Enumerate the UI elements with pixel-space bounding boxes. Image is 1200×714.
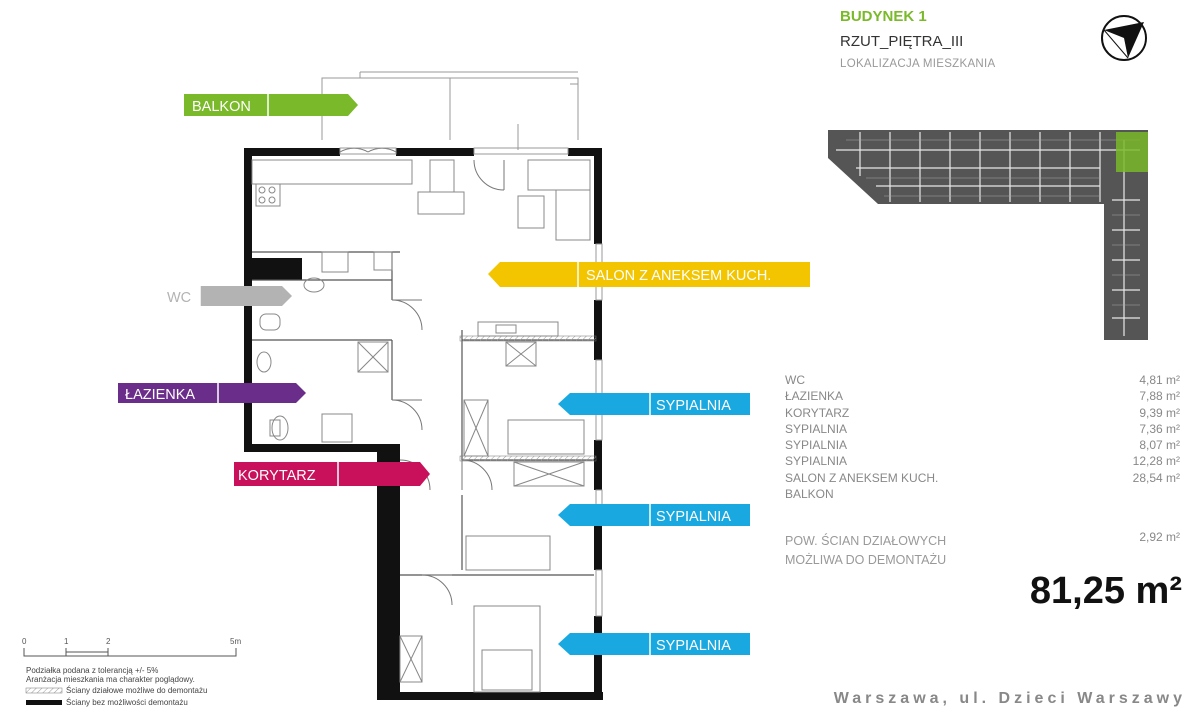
korytarz-arrow (234, 462, 430, 486)
label-balkon: BALKON (192, 99, 251, 115)
scale-tick-2: 2 (106, 637, 111, 646)
scale-note: Podziałka podana z tolerancją +/- 5% Ara… (26, 666, 195, 684)
scale-tick-1: 1 (64, 637, 69, 646)
lazienka-arrow (118, 383, 306, 403)
note-tolerance: Podziałka podana z tolerancją +/- 5% (26, 666, 159, 675)
label-wc: WC (167, 290, 191, 306)
scale-tick-5m: 5m (230, 637, 241, 646)
area-value: 12,28 m² (1132, 454, 1180, 469)
apartment-location-highlight (1116, 132, 1148, 172)
exterior-walls (244, 148, 603, 700)
sypialnia-2-arrow (558, 504, 750, 526)
scale-tick-0: 0 (22, 637, 27, 646)
label-korytarz: KORYTARZ (238, 468, 316, 484)
sypialnia-3-arrow (558, 633, 750, 655)
total-area: 81,25 m² (1029, 570, 1182, 612)
compass-icon (1101, 15, 1147, 61)
legend-solid-label: Ściany bez możliwości demontażu (66, 698, 188, 707)
floor-title: RZUT_PIĘTRA_III (840, 33, 964, 50)
balcony-outline (321, 71, 579, 150)
label-salon: SALON Z ANEKSEM KUCH. (586, 268, 771, 284)
sypialnia-1-arrow (558, 393, 750, 415)
area-value: 7,88 m² (1139, 389, 1180, 404)
balkon-arrow (184, 94, 358, 116)
area-name: SALON Z ANEKSEM KUCH. (785, 470, 939, 485)
location-label: LOKALIZACJA MIESZKANIA (840, 58, 996, 70)
legend-dashed-swatch (25, 687, 63, 694)
label-lazienka: ŁAZIENKA (125, 387, 195, 403)
scale-bar (23, 648, 237, 657)
walls-line-1: POW. ŚCIAN DZIAŁOWYCH (785, 534, 947, 548)
partition-walls (252, 251, 594, 576)
area-value: 7,36 m² (1139, 421, 1180, 436)
walls-line-2: MOŻLIWA DO DEMONTAŻU (785, 553, 947, 567)
area-name: ŁAZIENKA (785, 389, 844, 404)
area-name: SYPIALNIA (785, 421, 848, 436)
address: Warszawa, ul. Dzieci Warszawy (833, 690, 1186, 707)
area-value: 28,54 m² (1132, 470, 1180, 485)
area-name: KORYTARZ (785, 405, 850, 420)
area-value: 4,81 m² (1139, 373, 1180, 387)
label-sypialnia-1: SYPIALNIA (656, 398, 731, 414)
room-arrows (118, 94, 810, 655)
area-value: 8,07 m² (1139, 438, 1180, 453)
area-name: BALKON (785, 487, 834, 502)
demolishable-walls-value: 2,92 m² (1139, 530, 1180, 544)
wc-arrow (200, 286, 292, 306)
legend-solid-swatch (26, 700, 62, 705)
note-arrangement: Aranżacja mieszkania ma charakter pogląd… (26, 675, 195, 684)
demolishable-walls-label: POW. ŚCIAN DZIAŁOWYCH MOŻLIWA DO DEMONTA… (785, 532, 946, 570)
area-value (1133, 486, 1180, 502)
area-name: SYPIALNIA (785, 454, 848, 469)
label-sypialnia-2: SYPIALNIA (656, 509, 731, 525)
salon-arrow (488, 262, 810, 287)
furniture (251, 159, 591, 693)
area-value: 9,39 m² (1139, 405, 1180, 420)
area-name: SYPIALNIA (785, 438, 848, 453)
label-sypialnia-3: SYPIALNIA (656, 638, 731, 654)
legend-dashed-label: Ściany działowe możliwe do demontażu (66, 686, 208, 695)
area-values-list: 4,81 m² 7,88 m² 9,39 m² 7,36 m² 8,07 m² … (1133, 372, 1180, 502)
area-name: WC (785, 373, 805, 387)
building-title: BUDYNEK 1 (840, 8, 927, 25)
building-minimap (828, 130, 1148, 340)
area-names-list: WC ŁAZIENKA KORYTARZ SYPIALNIA SYPIALNIA… (785, 372, 938, 502)
